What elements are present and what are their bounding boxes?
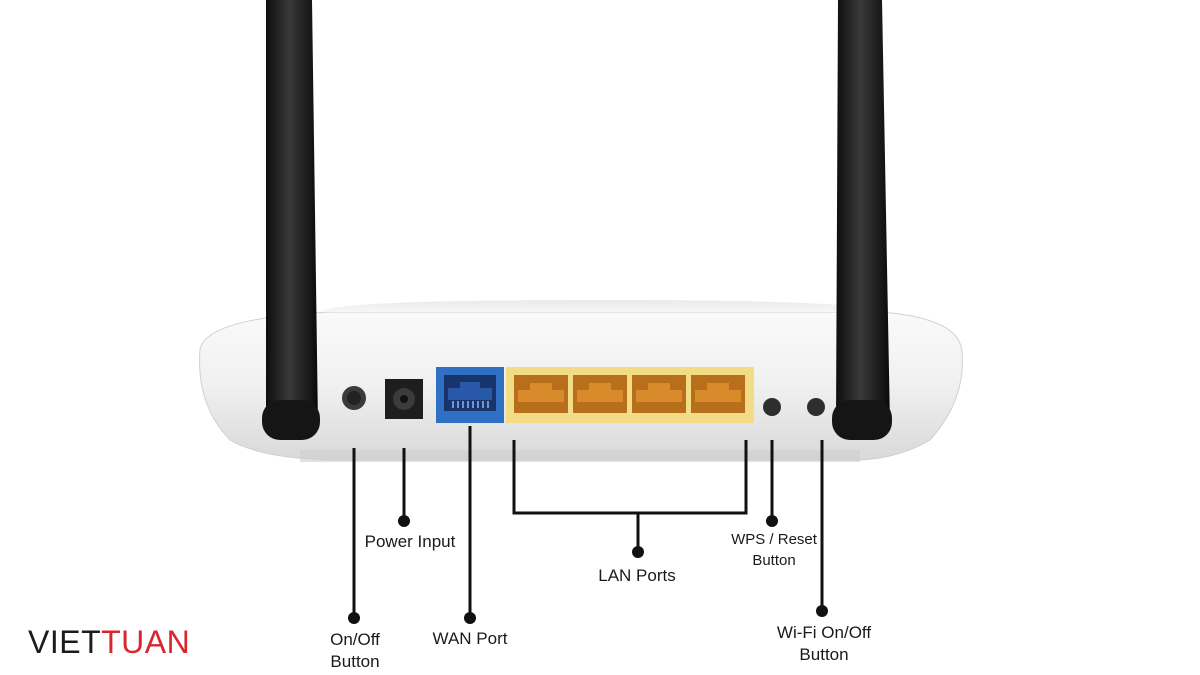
wifi-label-line1: Wi-Fi On/Off: [776, 623, 872, 642]
wps-reset-label: WPS / Reset Button: [722, 529, 826, 571]
power-input-text: Power Input: [364, 532, 456, 551]
wifi-button-hardware: [807, 398, 825, 416]
right-antenna: [832, 0, 892, 440]
lan-port-2: [573, 375, 627, 413]
power-jack: [385, 379, 423, 419]
onoff-label-line1: On/Off: [330, 630, 380, 649]
lan-ports-label: LAN Ports: [582, 565, 692, 587]
dot-wan: [464, 612, 476, 624]
lan-port-3: [632, 375, 686, 413]
wan-port-label: WAN Port: [425, 628, 515, 650]
wps-label-line1: WPS / Reset: [731, 531, 817, 548]
wifi-onoff-label: Wi-Fi On/Off Button: [762, 622, 886, 666]
callout-dots: [348, 515, 828, 624]
lan-port-4: [691, 375, 745, 413]
brand-logo: VIETTUAN: [28, 624, 190, 660]
dot-power: [398, 515, 410, 527]
callout-lan: [512, 440, 748, 515]
dot-wifi: [816, 605, 828, 617]
onoff-button-hardware: [342, 386, 366, 410]
wifi-label-line2: Button: [799, 645, 849, 664]
left-antenna: [262, 0, 320, 440]
lan-ports-block: [506, 367, 754, 423]
lan-port-1: [514, 375, 568, 413]
brand-part-tuan: TUAN: [101, 624, 191, 660]
callout-lines: [352, 426, 824, 617]
wps-label-line2: Button: [752, 552, 796, 569]
dot-wps: [766, 515, 778, 527]
dot-lan: [632, 546, 644, 558]
wan-port: [436, 367, 504, 423]
lan-ports-text: LAN Ports: [598, 566, 676, 585]
dot-onoff: [348, 612, 360, 624]
brand-part-viet: VIET: [28, 624, 102, 660]
onoff-label-line2: Button: [330, 652, 380, 671]
wan-port-text: WAN Port: [432, 629, 508, 648]
power-input-label: Power Input: [355, 531, 465, 553]
wps-reset-button-hardware: [763, 398, 781, 416]
onoff-button-label: On/Off Button: [310, 629, 400, 673]
